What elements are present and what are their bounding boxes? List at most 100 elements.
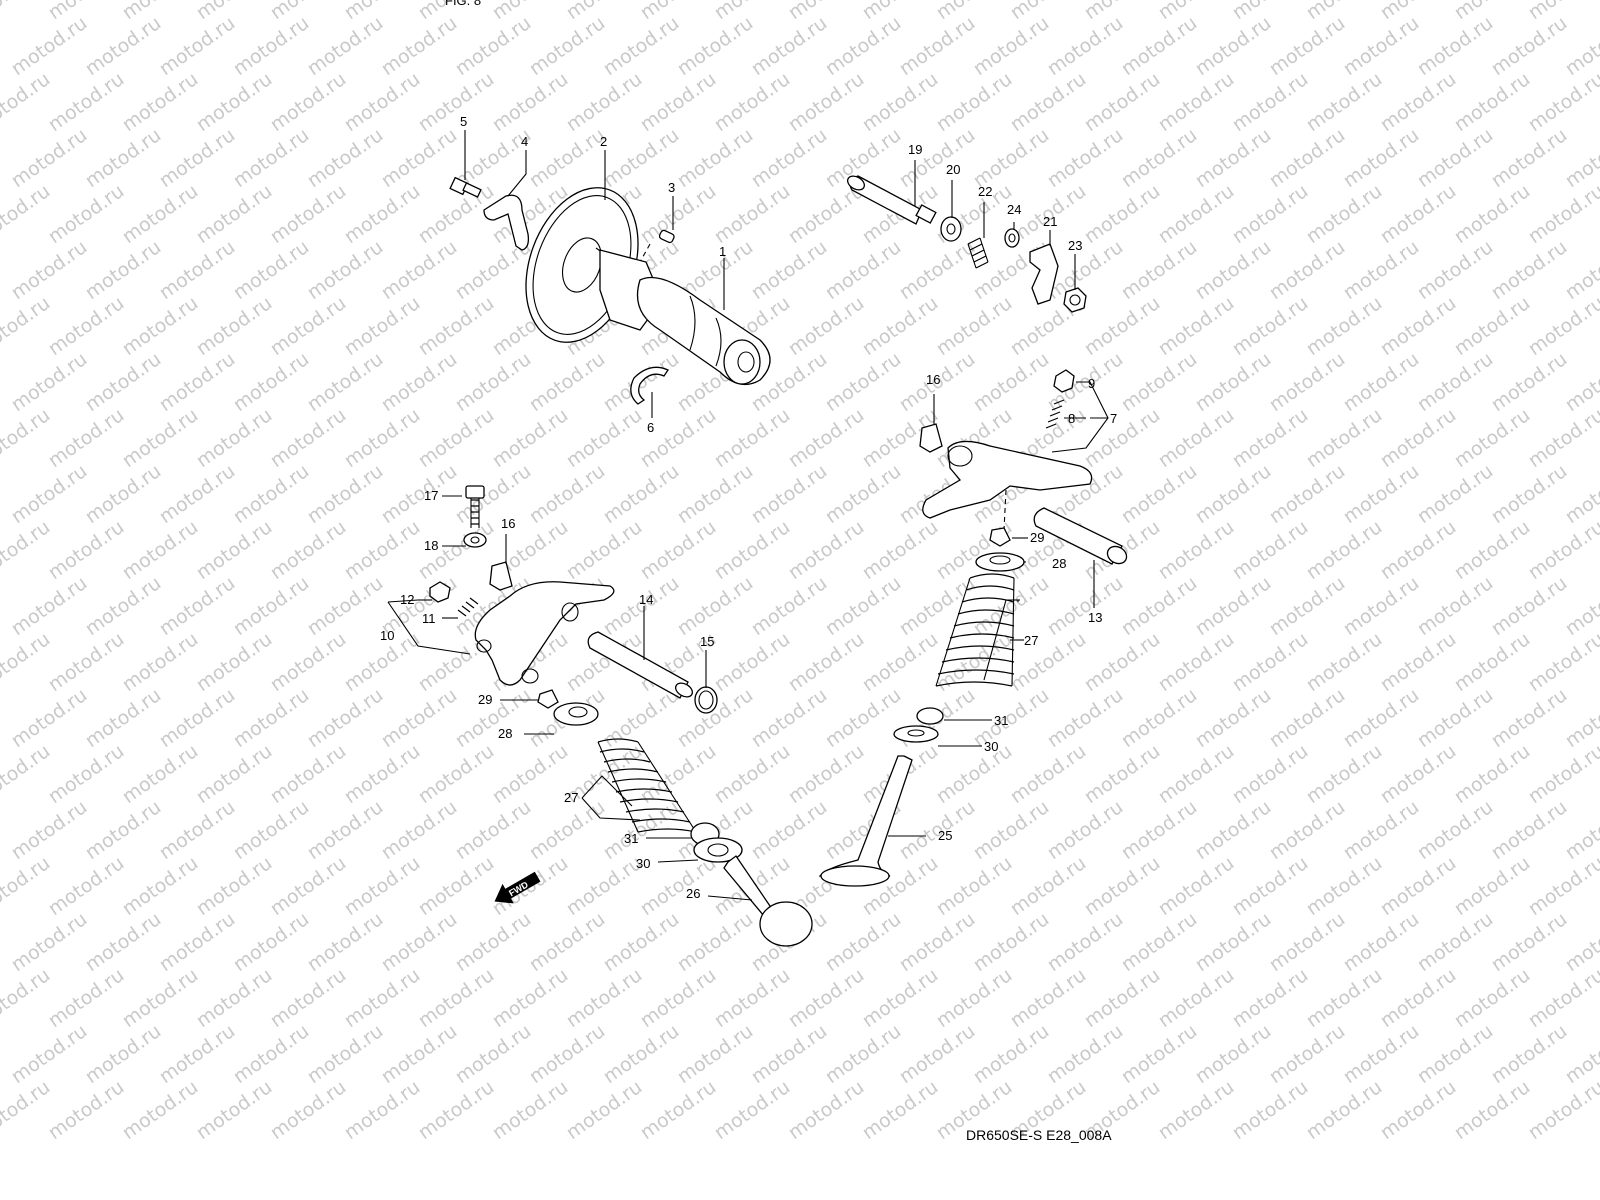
watermark-text: motod.ru — [1117, 348, 1201, 416]
watermark-text: motod.ru — [1154, 68, 1238, 136]
callout-6: 6 — [647, 420, 654, 435]
watermark-text: motod.ru — [1117, 12, 1201, 80]
watermark-text: motod.ru — [1302, 852, 1386, 920]
watermark-text: motod.ru — [562, 1076, 646, 1144]
watermark-text: motod.ru — [1450, 628, 1534, 696]
watermark-text: motod.ru — [636, 0, 720, 24]
watermark-text: motod.ru — [1228, 68, 1312, 136]
watermark-text: motod.ru — [525, 908, 609, 976]
watermark-text: motod.ru — [1265, 1020, 1349, 1088]
watermark-text: motod.ru — [266, 852, 350, 920]
watermark-text: motod.ru — [81, 796, 165, 864]
watermark-text: motod.ru — [118, 292, 202, 360]
watermark-text: motod.ru — [1117, 572, 1201, 640]
adjust-screw-8 — [1045, 399, 1065, 429]
watermark-text: motod.ru — [1487, 1020, 1571, 1088]
watermark-text: motod.ru — [562, 852, 646, 920]
watermark-text: motod.ru — [266, 180, 350, 248]
watermark-text: motod.ru — [377, 1020, 461, 1088]
watermark-text: motod.ru — [414, 68, 498, 136]
watermark-text: motod.ru — [599, 908, 683, 976]
watermark-text: motod.ru — [118, 68, 202, 136]
watermark-text: motod.ru — [266, 0, 350, 24]
watermark-text: motod.ru — [340, 292, 424, 360]
watermark-text: motod.ru — [155, 12, 239, 80]
watermark-text: motod.ru — [821, 908, 905, 976]
decomp-assembly — [846, 175, 1087, 313]
watermark-text: motod.ru — [1450, 0, 1534, 24]
watermark-text: motod.ru — [710, 516, 794, 584]
watermark-text: motod.ru — [192, 852, 276, 920]
watermark-text: motod.ru — [1413, 796, 1497, 864]
nut-23 — [1063, 287, 1087, 313]
watermark-text: motod.ru — [710, 964, 794, 1032]
watermark-text: motod.ru — [1302, 516, 1386, 584]
watermark-text: motod.ru — [1339, 908, 1423, 976]
watermark-text: motod.ru — [340, 516, 424, 584]
watermark-text: motod.ru — [636, 180, 720, 248]
watermark-text: motod.ru — [1154, 292, 1238, 360]
watermark-text: motod.ru — [377, 684, 461, 752]
watermark-text: motod.ru — [673, 908, 757, 976]
watermark-text: motod.ru — [1265, 348, 1349, 416]
watermark-text: motod.ru — [192, 404, 276, 472]
watermark-text: motod.ru — [118, 740, 202, 808]
watermark-text: motod.ru — [525, 12, 609, 80]
watermark-text: motod.ru — [1080, 740, 1164, 808]
callout-10: 10 — [380, 628, 394, 643]
watermark-text: motod.ru — [969, 348, 1053, 416]
callout-22: 22 — [978, 184, 992, 199]
callout-25: 25 — [938, 828, 952, 843]
watermark-text: motod.ru — [932, 628, 1016, 696]
watermark-text: motod.ru — [969, 1020, 1053, 1088]
watermark-text: motod.ru — [266, 292, 350, 360]
watermark-text: motod.ru — [710, 68, 794, 136]
watermark-text: motod.ru — [340, 852, 424, 920]
watermark-text: motod.ru — [0, 516, 54, 584]
watermark-text: motod.ru — [155, 796, 239, 864]
watermark-text: motod.ru — [599, 684, 683, 752]
watermark-text: motod.ru — [0, 404, 54, 472]
watermark-text: motod.ru — [1080, 68, 1164, 136]
callout-19: 19 — [908, 142, 922, 157]
watermark-text: motod.ru — [1524, 404, 1600, 472]
watermark-text: motod.ru — [858, 1076, 942, 1144]
watermark-text: motod.ru — [562, 0, 646, 24]
watermark-text: motod.ru — [303, 236, 387, 304]
watermark-text: motod.ru — [784, 740, 868, 808]
watermark-text: motod.ru — [1043, 124, 1127, 192]
watermark-text: motod.ru — [451, 684, 535, 752]
watermark-text: motod.ru — [1487, 684, 1571, 752]
watermark-text: motod.ru — [192, 68, 276, 136]
watermark-text: motod.ru — [969, 572, 1053, 640]
adjust-screw-11 — [457, 597, 479, 617]
watermark-text: motod.ru — [1228, 1076, 1312, 1144]
nut-9 — [1053, 369, 1075, 393]
watermark-text: motod.ru — [1191, 684, 1275, 752]
watermark-text: motod.ru — [1487, 12, 1571, 80]
watermark-text: motod.ru — [1487, 460, 1571, 528]
callout-28-left: 28 — [498, 726, 512, 741]
watermark-text: motod.ru — [155, 684, 239, 752]
watermark-text: motod.ru — [0, 292, 54, 360]
watermark-text: motod.ru — [44, 628, 128, 696]
watermark-text: motod.ru — [932, 964, 1016, 1032]
callout-13: 13 — [1088, 610, 1102, 625]
watermark-text: motod.ru — [303, 1020, 387, 1088]
watermark-text: motod.ru — [1043, 572, 1127, 640]
watermark-text: motod.ru — [0, 740, 54, 808]
watermark-text: motod.ru — [1191, 348, 1275, 416]
callout-18: 18 — [424, 538, 438, 553]
watermark-text: motod.ru — [784, 404, 868, 472]
watermark-text: motod.ru — [525, 124, 609, 192]
watermark-text: motod.ru — [81, 572, 165, 640]
watermark-text: motod.ru — [7, 1020, 91, 1088]
watermark-text: motod.ru — [1376, 516, 1460, 584]
watermark-text: motod.ru — [895, 908, 979, 976]
watermark-text: motod.ru — [1154, 180, 1238, 248]
watermark-text: motod.ru — [377, 12, 461, 80]
watermark-text: motod.ru — [377, 908, 461, 976]
watermark-text: motod.ru — [1487, 796, 1571, 864]
watermark-text: motod.ru — [118, 628, 202, 696]
watermark-text: motod.ru — [0, 68, 54, 136]
